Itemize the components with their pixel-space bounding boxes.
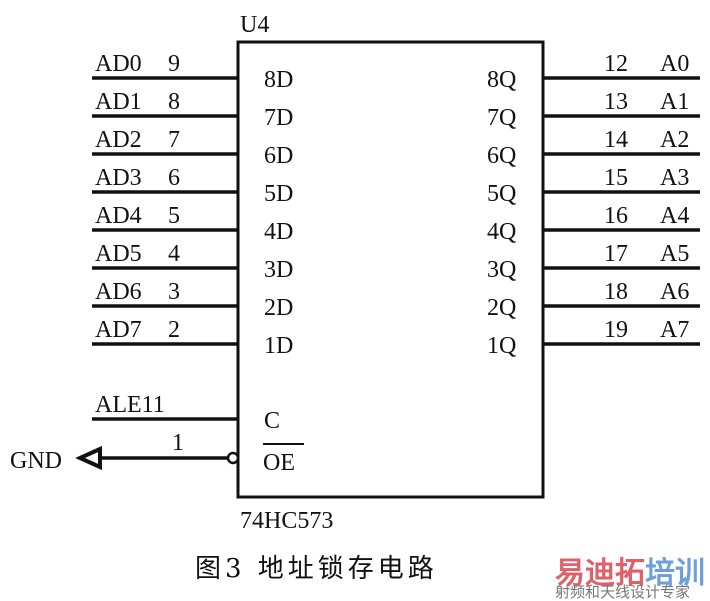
net-label: AD2	[95, 127, 142, 153]
pin-name: 4D	[264, 219, 293, 245]
net-label: A2	[660, 127, 689, 153]
net-label: A5	[660, 241, 689, 267]
pin-name: 6D	[264, 143, 293, 169]
watermark-subtitle: 射频和天线设计专家	[555, 583, 691, 601]
pin-number: 17	[604, 241, 628, 267]
pin-number: 2	[168, 317, 180, 343]
pin-number: 13	[604, 89, 628, 115]
net-label: A4	[660, 203, 689, 229]
pin-number: 4	[168, 241, 180, 267]
gnd-label: GND	[10, 448, 62, 474]
pin-name: 2D	[264, 295, 293, 321]
pin-number: 19	[604, 317, 628, 343]
pin-name: 5Q	[487, 181, 516, 207]
pin-number: 12	[604, 51, 628, 77]
pin-number: 15	[604, 165, 628, 191]
net-label: A0	[660, 51, 689, 77]
net-label: AD6	[95, 279, 142, 305]
oe-pin-number: 1	[172, 430, 184, 456]
net-label: AD1	[95, 89, 142, 115]
pin-number: 14	[604, 127, 628, 153]
pin-number: 3	[168, 279, 180, 305]
net-label: A7	[660, 317, 689, 343]
net-label: AD4	[95, 203, 142, 229]
net-label: A6	[660, 279, 689, 305]
watermark-title-a: 易迪拓	[555, 556, 645, 591]
pin-name: 3D	[264, 257, 293, 283]
pin-number: 6	[168, 165, 180, 191]
watermark-logo: 易迪拓培训	[555, 548, 705, 592]
pin-name: 5D	[264, 181, 293, 207]
pin-name: 2Q	[487, 295, 516, 321]
pin-name: 4Q	[487, 219, 516, 245]
pin-name: 8D	[264, 67, 293, 93]
ale-label: ALE11	[95, 392, 165, 418]
pin-number: 5	[168, 203, 180, 229]
net-label: AD7	[95, 317, 142, 343]
pin-number: 16	[604, 203, 628, 229]
net-label: AD0	[95, 51, 142, 77]
chip-ref: U4	[240, 12, 269, 38]
figure-caption: 图3 地址锁存电路	[195, 554, 438, 584]
net-label: AD3	[95, 165, 142, 191]
pin-name: 7Q	[487, 105, 516, 131]
pin-name: 6Q	[487, 143, 516, 169]
oe-inversion-bubble	[226, 451, 240, 465]
chip-part: 74HC573	[240, 508, 333, 534]
pin-name: 1Q	[487, 333, 516, 359]
net-label: AD5	[95, 241, 142, 267]
net-label: A3	[660, 165, 689, 191]
pin-number: 18	[604, 279, 628, 305]
pin-name: 7D	[264, 105, 293, 131]
pin-number: 9	[168, 51, 180, 77]
pin-name: 8Q	[487, 67, 516, 93]
c-pin-name: C	[264, 408, 280, 434]
pin-number: 8	[168, 89, 180, 115]
pin-number: 7	[168, 127, 180, 153]
pin-name: 1D	[264, 333, 293, 359]
pin-name: 3Q	[487, 257, 516, 283]
watermark-title-b: 培训	[645, 556, 705, 591]
gnd-arrow-icon	[75, 445, 102, 471]
oe-pin-name: OE	[263, 450, 295, 476]
net-label: A1	[660, 89, 689, 115]
